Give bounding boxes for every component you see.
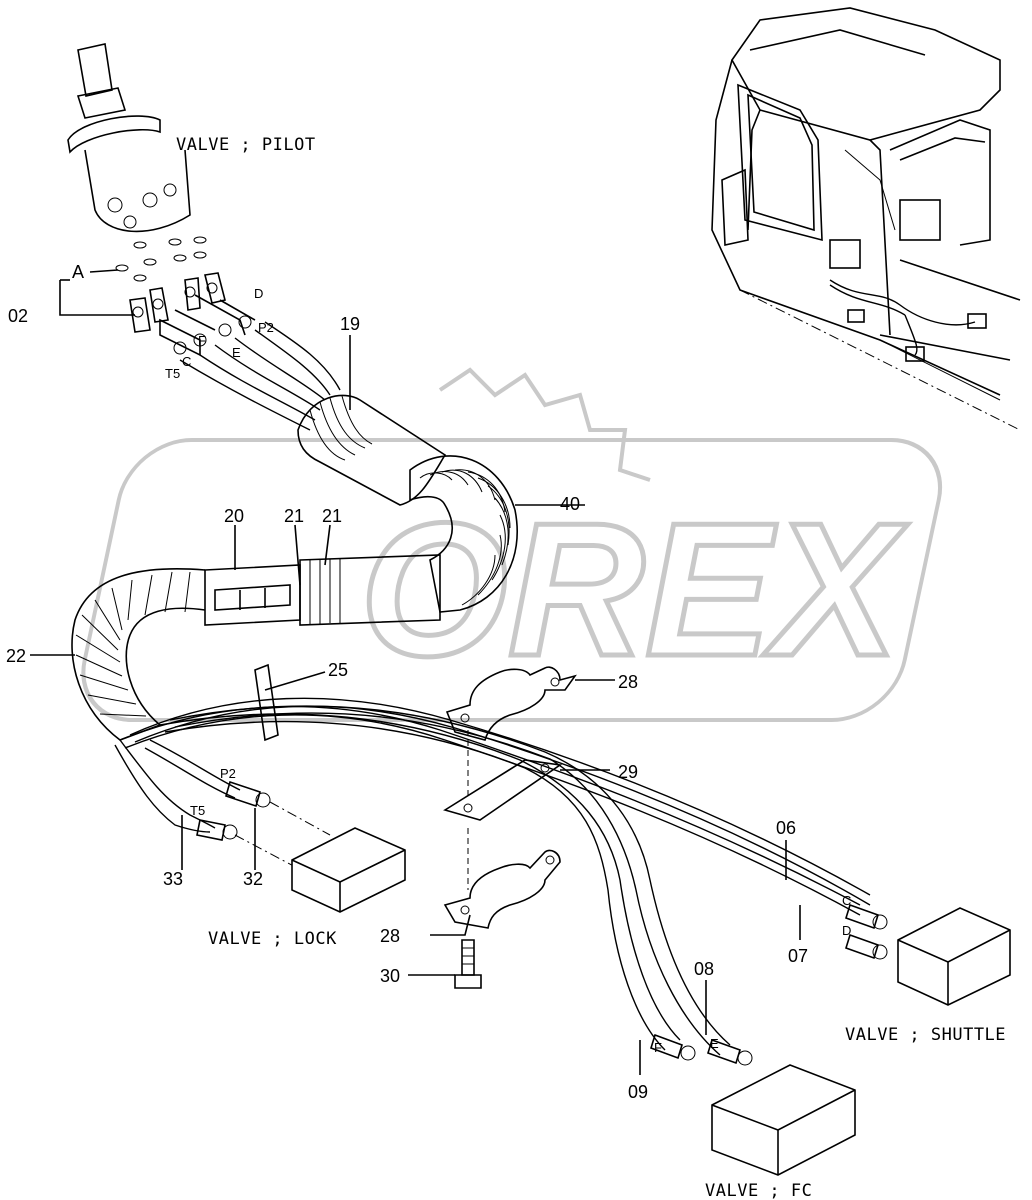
valve-shuttle-label: VALVE ; SHUTTLE [845,1025,1006,1045]
fittings-shuttle: C D 06 07 [776,818,888,966]
valve-fc-label: VALVE ; FC [705,1181,812,1200]
part-02-label: 02 [8,306,28,326]
pilot-valve: VALVE ; PILOT [67,43,316,282]
watermark-logo: OREX [358,482,912,699]
part-21b-label: 21 [322,506,342,526]
bolt-30: 30 [380,939,482,989]
clamp-plate-29: 29 [443,730,638,821]
port-a-label: A [72,262,84,282]
part-08-label: 08 [694,959,714,979]
part-09-label: 09 [628,1082,648,1102]
port-p2-bottom-label: P2 [220,766,236,781]
port-f-bottom-label: F [654,1040,662,1055]
port-d-right-label: D [842,923,851,938]
fittings-fc: F E 08 09 [628,959,753,1102]
part-28b-label: 28 [380,926,400,946]
port-c-right-label: C [842,893,851,908]
valve-pilot-label: VALVE ; PILOT [176,135,316,155]
fittings-lock: P2 T5 33 32 [163,766,331,889]
hoses-lower [114,697,871,1056]
port-t5-top-label: T5 [165,366,180,381]
sleeve-section-20-21: 20 21 21 [204,506,441,626]
part-32-label: 32 [243,869,263,889]
valve-lock-label: VALVE ; LOCK [208,929,337,949]
port-e-top-label: E [232,345,241,360]
clamp-28-upper: 28 [445,666,638,741]
valve-lock-block: VALVE ; LOCK [208,827,406,949]
part-28a-label: 28 [618,672,638,692]
part-19-label: 19 [340,314,360,334]
port-d-label: D [254,286,263,301]
part-40-label: 40 [560,494,580,514]
spiral-wrap-22: 22 [6,568,206,741]
clamp-28-lower: 28 [380,828,561,946]
part-07-label: 07 [788,946,808,966]
port-e-bottom-label: E [710,1036,719,1051]
port-t5-bottom-label: T5 [190,803,205,818]
svg-text:OREX: OREX [360,484,909,696]
part-33-label: 33 [163,869,183,889]
fitting-cluster-top: A 02 D P2 F C E T5 [8,262,274,381]
corrugated-tube-40: 40 19 [340,314,585,613]
hoses-upper [179,321,341,431]
part-29-label: 29 [618,762,638,782]
protective-sleeve-19 [297,394,447,506]
port-p2-top-label: P2 [258,320,274,335]
part-20-label: 20 [224,506,244,526]
port-c-top-label: C [182,354,191,369]
part-30-label: 30 [380,966,400,986]
band-25: 25 [254,660,348,742]
part-06-label: 06 [776,818,796,838]
part-21a-label: 21 [284,506,304,526]
cab-illustration [711,7,1021,431]
port-f-top-label: F [198,333,206,348]
valve-shuttle-block: VALVE ; SHUTTLE [845,907,1011,1045]
part-25-label: 25 [328,660,348,680]
valve-fc-block: VALVE ; FC [705,1064,856,1200]
watermark: OREX [81,367,943,722]
part-22-label: 22 [6,646,26,666]
